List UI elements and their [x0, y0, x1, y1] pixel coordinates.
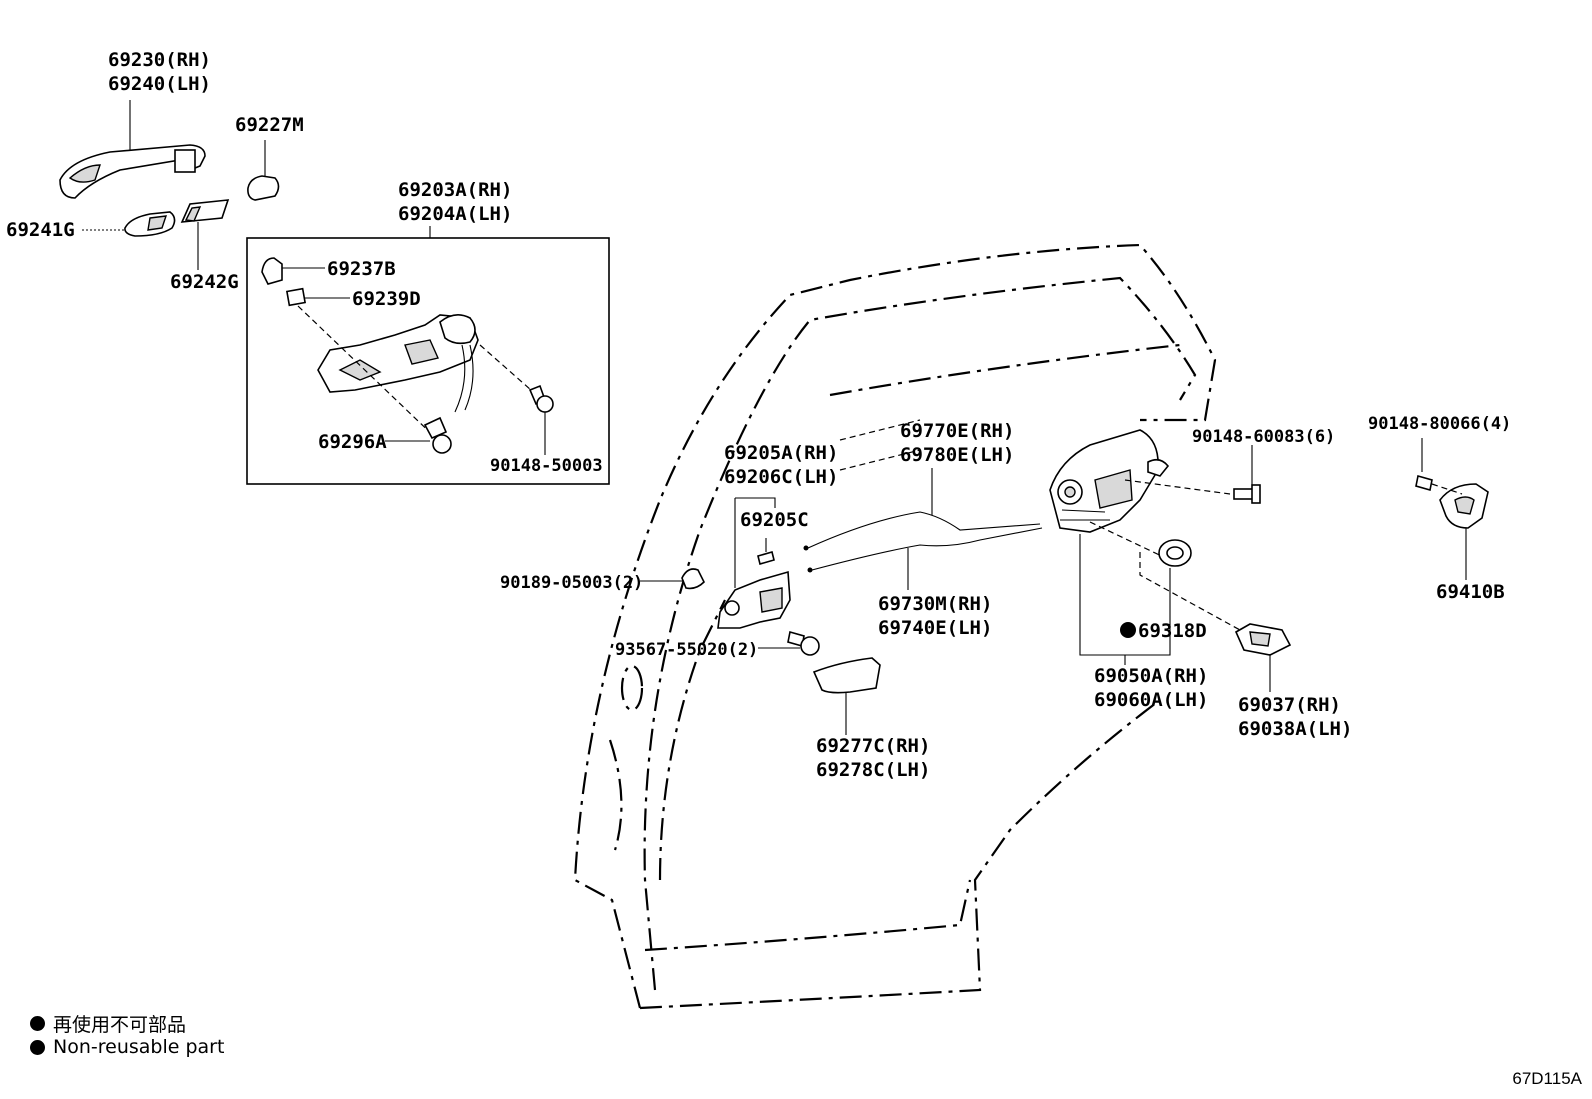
label-90148-50003: 90148-50003	[490, 456, 603, 476]
screw-69296a	[423, 416, 452, 454]
grommet-90189	[681, 568, 705, 590]
label-69230: 69230(RH)	[108, 49, 211, 71]
label-69060a: 69060A(LH)	[1094, 689, 1208, 711]
bolt-90148-50003	[528, 384, 554, 413]
label-69205c: 69205C	[740, 509, 809, 531]
label-69410b: 69410B	[1436, 581, 1505, 603]
label-69240: 69240(LH)	[108, 73, 211, 95]
figure-code: 67D115A	[1512, 1069, 1582, 1088]
bullet-icon	[30, 1039, 45, 1055]
label-69241g: 69241G	[6, 219, 75, 241]
legend-ja-text: 再使用不可部品	[53, 1014, 187, 1036]
label-69037: 69037(RH)	[1238, 694, 1341, 716]
label-69278c: 69278C(LH)	[816, 759, 930, 781]
door-outline	[573, 243, 1217, 1010]
label-90148-60083: 90148-60083(6)	[1192, 427, 1335, 447]
label-69227m: 69227M	[235, 114, 304, 136]
label-69204a: 69204A(LH)	[398, 203, 512, 225]
frame-assembly-box	[246, 237, 610, 485]
label-69205a: 69205A(RH)	[724, 442, 838, 464]
control-cables	[803, 511, 1043, 573]
door-lock-assembly	[1049, 429, 1170, 533]
label-90148-80066: 90148-80066(4)	[1368, 414, 1511, 434]
screw-90148-80066	[1415, 474, 1433, 492]
pad-69241g	[124, 211, 176, 237]
non-reusable-marker	[1120, 622, 1136, 638]
label-69730m: 69730M(RH)	[878, 593, 992, 615]
legend-ja: 再使用不可部品	[30, 1010, 186, 1037]
outside-handle	[59, 144, 206, 199]
label-69277c: 69277C(RH)	[816, 735, 930, 757]
striker-69410b	[1439, 483, 1489, 529]
inside-handle	[717, 570, 791, 629]
part-69239d	[285, 287, 307, 307]
protector-69277c	[812, 657, 881, 694]
label-69770e: 69770E(RH)	[900, 420, 1014, 442]
seal-69318d	[1158, 539, 1192, 567]
legend-en-text: Non-reusable part	[53, 1036, 225, 1058]
bullet-icon	[30, 1016, 45, 1031]
handle-frame	[317, 314, 479, 413]
label-69318d: 69318D	[1138, 620, 1207, 642]
label-69242g: 69242G	[170, 271, 239, 293]
pin-69205c	[757, 538, 775, 565]
label-69203a: 69203A(RH)	[398, 179, 512, 201]
pad-69242g	[180, 199, 230, 223]
label-93567: 93567-55020(2)	[615, 640, 758, 660]
label-69050a: 69050A(RH)	[1094, 665, 1208, 687]
handle-cover-69227m	[247, 175, 280, 201]
label-69239d: 69239D	[352, 288, 421, 310]
label-69237b: 69237B	[327, 258, 396, 280]
part-69037	[1234, 623, 1292, 656]
part-69237b	[261, 257, 283, 285]
label-69740e: 69740E(LH)	[878, 617, 992, 639]
label-69038a: 69038A(LH)	[1238, 718, 1352, 740]
legend-en: Non-reusable part	[30, 1036, 224, 1058]
label-90189: 90189-05003(2)	[500, 573, 643, 593]
screw-93567	[787, 630, 820, 656]
label-69296a: 69296A	[318, 431, 387, 453]
bolt-90148-60083	[1233, 484, 1261, 504]
label-69206c: 69206C(LH)	[724, 466, 838, 488]
label-69780e: 69780E(LH)	[900, 444, 1014, 466]
